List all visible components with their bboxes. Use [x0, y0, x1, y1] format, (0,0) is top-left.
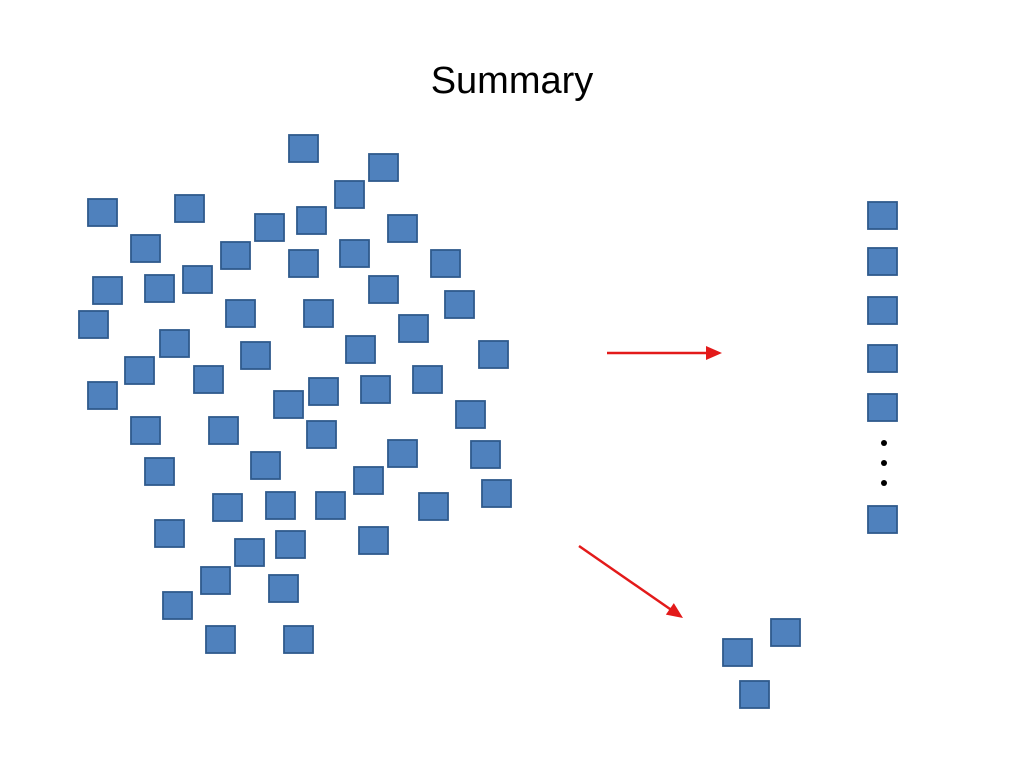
arrow-to-column — [607, 346, 722, 360]
cluster-square — [78, 310, 109, 339]
column-square — [867, 505, 898, 534]
cluster-square — [205, 625, 236, 654]
column-square — [867, 247, 898, 276]
cluster-square — [353, 466, 384, 495]
cluster-square — [455, 400, 486, 429]
cluster-square — [288, 134, 319, 163]
arrows — [578, 346, 722, 618]
cluster-square — [368, 153, 399, 182]
cluster-square — [315, 491, 346, 520]
cluster-square — [162, 591, 193, 620]
cluster-square — [265, 491, 296, 520]
ellipsis-dot — [881, 460, 887, 466]
cluster-square — [220, 241, 251, 270]
cluster-square — [92, 276, 123, 305]
ordered-column — [867, 201, 898, 534]
cluster-square — [387, 214, 418, 243]
cluster-square — [303, 299, 334, 328]
cluster-square — [387, 439, 418, 468]
cluster-square — [212, 493, 243, 522]
cluster-square — [345, 335, 376, 364]
cluster-square — [339, 239, 370, 268]
cluster-square — [306, 420, 337, 449]
subset-square — [739, 680, 770, 709]
cluster-square — [144, 274, 175, 303]
cluster-square — [240, 341, 271, 370]
cluster-square — [368, 275, 399, 304]
arrow-to-subset — [578, 544, 683, 618]
cluster-square — [358, 526, 389, 555]
subset-square — [770, 618, 801, 647]
cluster-square — [234, 538, 265, 567]
cluster-square — [182, 265, 213, 294]
column-square — [867, 296, 898, 325]
cluster-square — [130, 416, 161, 445]
cluster-square — [254, 213, 285, 242]
ellipsis-dot — [881, 480, 887, 486]
cluster-square — [308, 377, 339, 406]
cluster-square — [193, 365, 224, 394]
column-ellipsis — [881, 440, 887, 486]
cluster-square — [288, 249, 319, 278]
cluster-square — [268, 574, 299, 603]
scattered-cluster — [78, 134, 512, 654]
cluster-square — [174, 194, 205, 223]
column-square — [867, 393, 898, 422]
slide-title: Summary — [430, 60, 594, 102]
cluster-square — [412, 365, 443, 394]
cluster-square — [430, 249, 461, 278]
cluster-square — [296, 206, 327, 235]
cluster-square — [200, 566, 231, 595]
cluster-square — [398, 314, 429, 343]
cluster-square — [481, 479, 512, 508]
cluster-square — [225, 299, 256, 328]
cluster-square — [144, 457, 175, 486]
cluster-square — [470, 440, 501, 469]
cluster-square — [159, 329, 190, 358]
ellipsis-dot — [881, 440, 887, 446]
small-subset — [722, 618, 801, 709]
cluster-square — [130, 234, 161, 263]
cluster-square — [444, 290, 475, 319]
cluster-square — [478, 340, 509, 369]
column-square — [867, 201, 898, 230]
cluster-square — [418, 492, 449, 521]
cluster-square — [208, 416, 239, 445]
cluster-square — [334, 180, 365, 209]
cluster-square — [275, 530, 306, 559]
cluster-square — [154, 519, 185, 548]
subset-square — [722, 638, 753, 667]
cluster-square — [87, 381, 118, 410]
cluster-square — [283, 625, 314, 654]
cluster-square — [124, 356, 155, 385]
cluster-square — [273, 390, 304, 419]
cluster-square — [360, 375, 391, 404]
column-square — [867, 344, 898, 373]
cluster-square — [250, 451, 281, 480]
cluster-square — [87, 198, 118, 227]
